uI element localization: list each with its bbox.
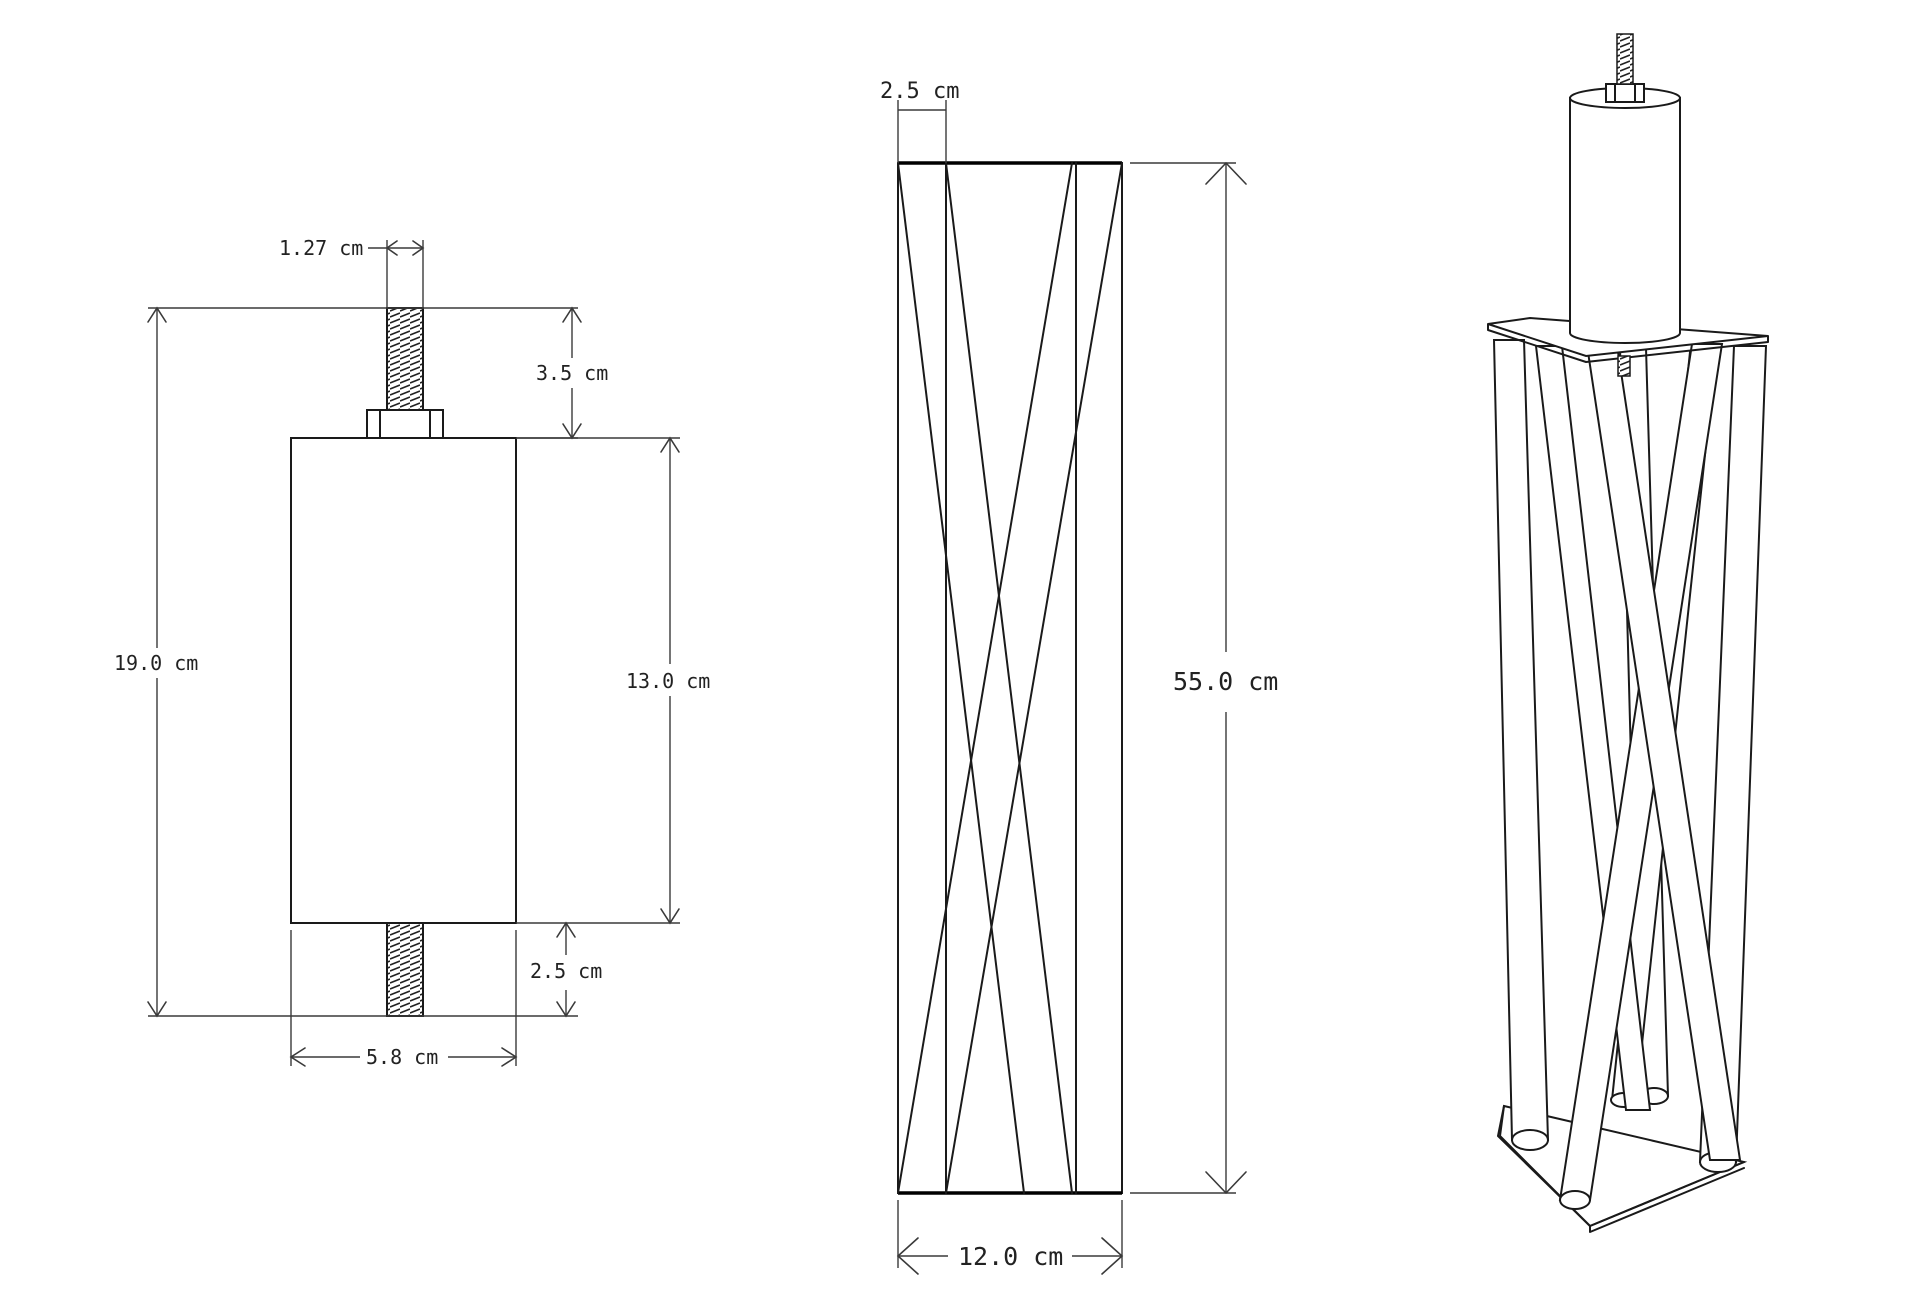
cylinder-body bbox=[290, 437, 517, 924]
label-bolt-bottom-length: 2.5 cm bbox=[530, 959, 602, 983]
label-cylinder-height: 13.0 cm bbox=[626, 669, 710, 693]
iso-cylinder bbox=[1569, 97, 1681, 344]
dim-bolt-bottom-length: 2.5 cm bbox=[530, 921, 602, 1018]
iso-front-rods bbox=[1492, 339, 1768, 1210]
hex-nut bbox=[366, 409, 444, 439]
label-bolt-top-length: 3.5 cm bbox=[536, 361, 608, 385]
iso-nut bbox=[1605, 83, 1645, 103]
dim-bolt-diameter: 1.27 cm bbox=[279, 236, 425, 308]
label-total-height: 19.0 cm bbox=[114, 651, 198, 675]
isometric-view bbox=[1487, 33, 1769, 1233]
iso-bolt-thread bbox=[1616, 33, 1634, 85]
label-bolt-diameter: 1.27 cm bbox=[279, 236, 363, 260]
label-cylinder-width: 5.8 cm bbox=[366, 1045, 438, 1069]
dim-total-height: 19.0 cm bbox=[114, 306, 578, 1018]
label-frame-width: 12.0 cm bbox=[958, 1242, 1063, 1271]
dim-bolt-top-length: 3.5 cm bbox=[516, 306, 608, 440]
dim-frame-width: 12.0 cm bbox=[896, 1200, 1124, 1275]
frame-front-view: 2.5 cm 55.0 cm 12.0 cm bbox=[880, 79, 1278, 1275]
dim-cylinder-height: 13.0 cm bbox=[516, 436, 710, 925]
bolt-thread-top bbox=[386, 307, 424, 411]
dim-cylinder-width: 5.8 cm bbox=[289, 930, 518, 1069]
label-frame-rod-width: 2.5 cm bbox=[880, 79, 959, 104]
cylinder-view: 1.27 cm 19.0 cm 3.5 cm bbox=[114, 236, 710, 1069]
dim-frame-height: 55.0 cm bbox=[1130, 161, 1278, 1195]
diagonal-rods bbox=[897, 162, 1123, 1194]
dim-frame-rod-width: 2.5 cm bbox=[880, 79, 959, 163]
bolt-thread-bottom bbox=[386, 922, 424, 1017]
label-frame-height: 55.0 cm bbox=[1173, 667, 1278, 696]
